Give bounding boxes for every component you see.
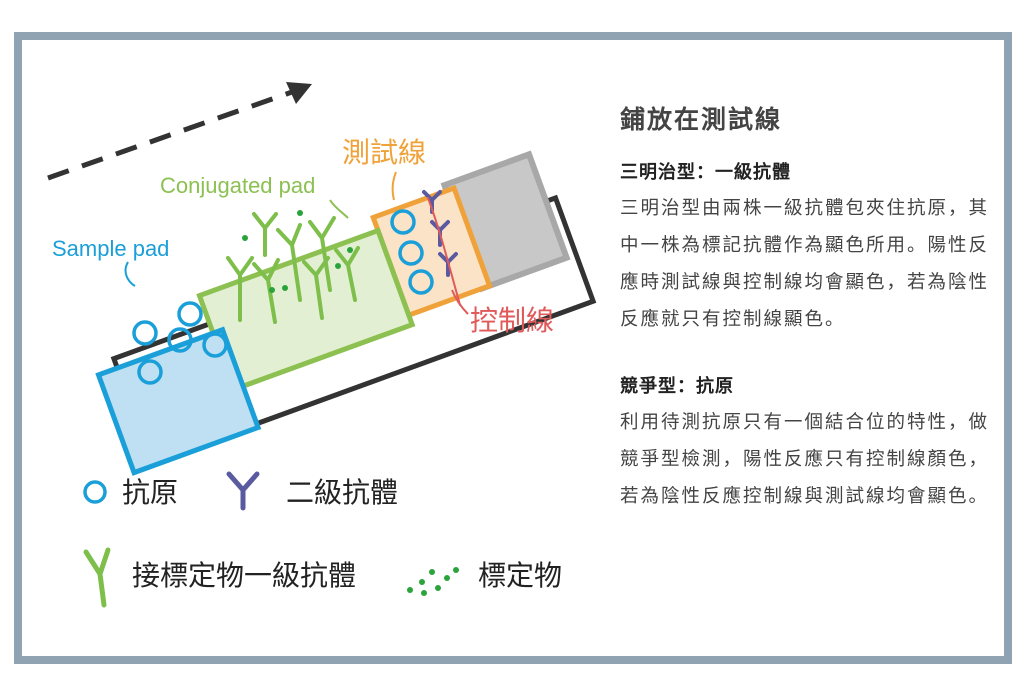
sample-pad-callout — [124, 261, 136, 287]
legend-marker: 標定物 — [478, 559, 562, 592]
test-line-label: 測試線 — [342, 136, 426, 169]
test-line-antigens — [390, 209, 434, 295]
flow-direction-arrow — [47, 82, 312, 181]
sample-antigens — [132, 301, 228, 385]
sample-pad — [95, 326, 262, 476]
marker-legend-icon — [407, 567, 459, 596]
legend-secondary-antibody: 二級抗體 — [286, 476, 398, 509]
legend-antigen: 抗原 — [122, 476, 178, 509]
primary-antibody-legend-icon — [83, 547, 111, 608]
antigen-legend-icon — [83, 480, 107, 504]
sample-pad-label: Sample pad — [52, 236, 169, 261]
sandwich-body: 三明治型由兩株一級抗體包夾住抗原，其中一株為標記抗體作為顯色所用。陽性反應時測試… — [620, 198, 990, 330]
secondary-antibody-legend-icon — [226, 471, 260, 511]
control-line-callout — [451, 289, 469, 315]
competitive-body: 利用待測抗原只有一個結合位的特性，做競爭型檢測，陽性反應只有控制線顏色，若為陰性… — [620, 412, 990, 507]
conjugated-pad-label: Conjugated pad — [160, 173, 315, 198]
explanation-panel: 鋪放在測試線 三明治型：一級抗體 三明治型由兩株一級抗體包夾住抗原，其中一株為標… — [620, 100, 990, 515]
labeled-primary-antibodies — [226, 212, 360, 324]
legend-labeled-primary-antibody: 接標定物一級抗體 — [132, 559, 356, 592]
marker-dots-on-pad — [242, 210, 353, 293]
conjugated-callout — [329, 199, 349, 219]
competitive-title: 競爭型：抗原 — [620, 376, 734, 397]
sandwich-title: 三明治型：一級抗體 — [620, 162, 791, 183]
legend: 抗原 二級抗體 接標定物一級抗體 標定物 — [83, 471, 562, 608]
test-line-callout — [391, 171, 397, 201]
control-line-label: 控制線 — [470, 304, 554, 337]
panel-title: 鋪放在測試線 — [620, 105, 783, 134]
control-line-secondary-antibodies — [422, 190, 461, 306]
